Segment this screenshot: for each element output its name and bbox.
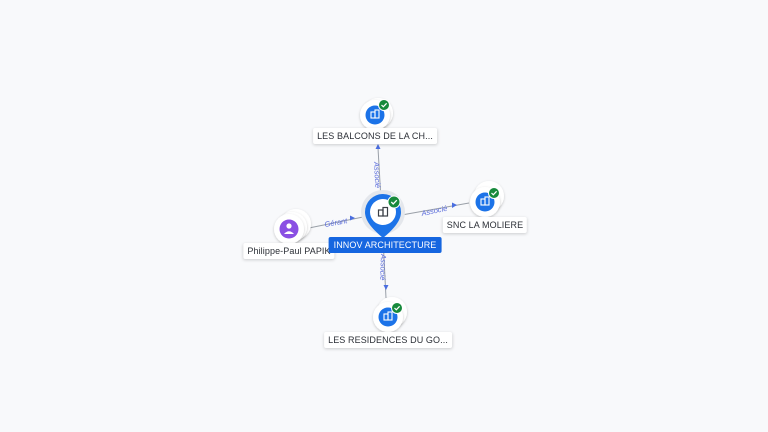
node-top[interactable] <box>360 98 393 130</box>
edge-label-left: Gérant <box>324 216 349 229</box>
node-label-right[interactable]: SNC LA MOLIERE <box>442 217 528 233</box>
person-icon <box>284 223 294 234</box>
check-badge-icon <box>488 187 500 199</box>
center-node-label[interactable]: INNOV ARCHITECTURE <box>328 237 442 253</box>
node-bottom[interactable] <box>373 297 407 332</box>
building-icon <box>480 196 490 206</box>
node-label-bottom[interactable]: LES RESIDENCES DU GO... <box>324 332 452 348</box>
center-node[interactable] <box>361 190 405 238</box>
node-left[interactable] <box>274 209 311 244</box>
edge-label-right: Associé <box>420 204 449 218</box>
building-icon <box>377 206 389 217</box>
node-label-top[interactable]: LES BALCONS DE LA CH... <box>313 128 437 144</box>
check-badge-icon <box>378 99 390 111</box>
check-badge-icon <box>387 195 401 209</box>
building-icon <box>383 311 393 321</box>
edge-right: Associé <box>395 202 470 218</box>
node-right[interactable] <box>470 181 504 217</box>
edge-label-top: Associé <box>372 161 382 189</box>
edge-left: Gérant <box>303 215 369 230</box>
node-label-left[interactable]: Philippe-Paul PAPIK <box>243 243 335 259</box>
check-badge-icon <box>391 302 403 314</box>
edge-label-bottom: Associé <box>378 253 388 281</box>
building-icon <box>370 109 380 119</box>
